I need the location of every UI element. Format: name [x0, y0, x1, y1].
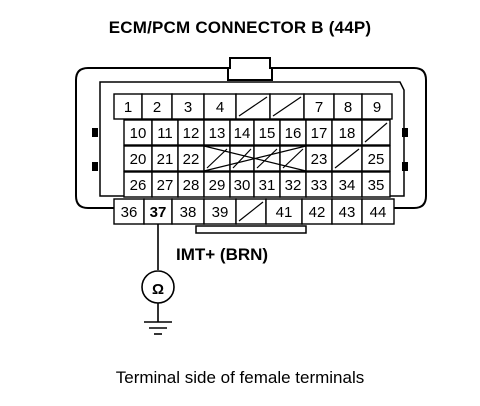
- terminal-16: 16: [285, 125, 302, 142]
- terminal-13: 13: [209, 125, 226, 142]
- blank-terminal-slash: [272, 96, 302, 117]
- terminal-39: 39: [212, 204, 229, 221]
- blank-terminal-slash: [282, 148, 304, 169]
- terminal-cell: [361, 145, 391, 172]
- terminal-cell: [113, 198, 145, 225]
- terminal-14: 14: [234, 125, 251, 142]
- blank-terminal-slash: [334, 148, 360, 169]
- terminal-cell: [171, 93, 205, 120]
- terminal-32: 32: [285, 177, 302, 194]
- blank-terminal-slash: [238, 201, 264, 222]
- terminal-cell: [123, 171, 153, 198]
- latch-tab: [402, 128, 408, 137]
- terminal-37: 37: [150, 204, 167, 221]
- blank-terminal-slash: [232, 148, 252, 169]
- blank-terminal-slash: [238, 96, 268, 117]
- blank-terminal-slash: [256, 148, 278, 169]
- terminal-cell: [265, 198, 303, 225]
- terminal-41: 41: [276, 204, 293, 221]
- terminal-cell: [203, 198, 237, 225]
- terminal-29: 29: [209, 177, 226, 194]
- blank-terminal-slash: [206, 148, 228, 169]
- terminal-1: 1: [124, 99, 132, 116]
- terminal-21: 21: [157, 151, 174, 168]
- terminal-27: 27: [157, 177, 174, 194]
- terminal-cell: [331, 198, 363, 225]
- terminal-42: 42: [309, 204, 326, 221]
- blank-terminal-slash: [364, 122, 388, 143]
- terminal-38: 38: [180, 204, 197, 221]
- terminal-cell: [305, 171, 333, 198]
- terminal-17: 17: [311, 125, 328, 142]
- terminal-43: 43: [339, 204, 356, 221]
- terminal-cell: [279, 171, 307, 198]
- ohmmeter-icon: Ω: [152, 281, 164, 298]
- terminal-cell: [361, 171, 391, 198]
- terminal-36: 36: [121, 204, 138, 221]
- terminal-18: 18: [339, 125, 356, 142]
- terminal-22: 22: [183, 151, 200, 168]
- terminal-4: 4: [216, 99, 224, 116]
- terminal-cell: [141, 93, 173, 120]
- terminal-30: 30: [234, 177, 251, 194]
- latch-tab: [92, 162, 98, 171]
- terminal-cell: [331, 119, 363, 146]
- terminal-cell: [253, 119, 281, 146]
- terminal-cell: [361, 198, 395, 225]
- terminal-cell: [143, 198, 173, 225]
- terminal-26: 26: [130, 177, 147, 194]
- terminal-25: 25: [368, 151, 385, 168]
- caption: Terminal side of female terminals: [115, 368, 365, 387]
- terminal-7: 7: [315, 99, 323, 116]
- diagram-title: ECM/PCM CONNECTOR B (44P): [108, 18, 372, 37]
- terminal-33: 33: [311, 177, 328, 194]
- connector-shell: [75, 57, 427, 234]
- wire-label: IMT+ (BRN): [176, 245, 269, 264]
- terminal-20: 20: [130, 151, 147, 168]
- terminal-44: 44: [370, 204, 387, 221]
- terminal-10: 10: [130, 125, 147, 142]
- terminal-cell: [361, 93, 393, 120]
- terminal-cell: [177, 145, 205, 172]
- terminal-cell: [305, 119, 333, 146]
- terminal-3: 3: [184, 99, 192, 116]
- terminal-23: 23: [311, 151, 328, 168]
- terminal-cell: [171, 198, 205, 225]
- terminal-8: 8: [344, 99, 352, 116]
- terminal-cell: [229, 171, 255, 198]
- terminal-cell: [203, 93, 237, 120]
- terminal-15: 15: [259, 125, 276, 142]
- terminal-2: 2: [153, 99, 161, 116]
- terminal-35: 35: [368, 177, 385, 194]
- terminal-11: 11: [157, 125, 173, 142]
- terminal-cell: [113, 93, 143, 120]
- terminal-12: 12: [183, 125, 200, 142]
- latch-tab: [92, 128, 98, 137]
- terminal-cell: [253, 171, 281, 198]
- wire-and-meter: [141, 224, 175, 335]
- terminal-34: 34: [339, 177, 356, 194]
- terminal-cell: [305, 145, 333, 172]
- terminal-cell: [331, 171, 363, 198]
- terminal-28: 28: [183, 177, 200, 194]
- terminal-9: 9: [373, 99, 381, 116]
- terminal-31: 31: [259, 177, 276, 194]
- latch-tab: [402, 162, 408, 171]
- terminal-cell: [123, 119, 153, 146]
